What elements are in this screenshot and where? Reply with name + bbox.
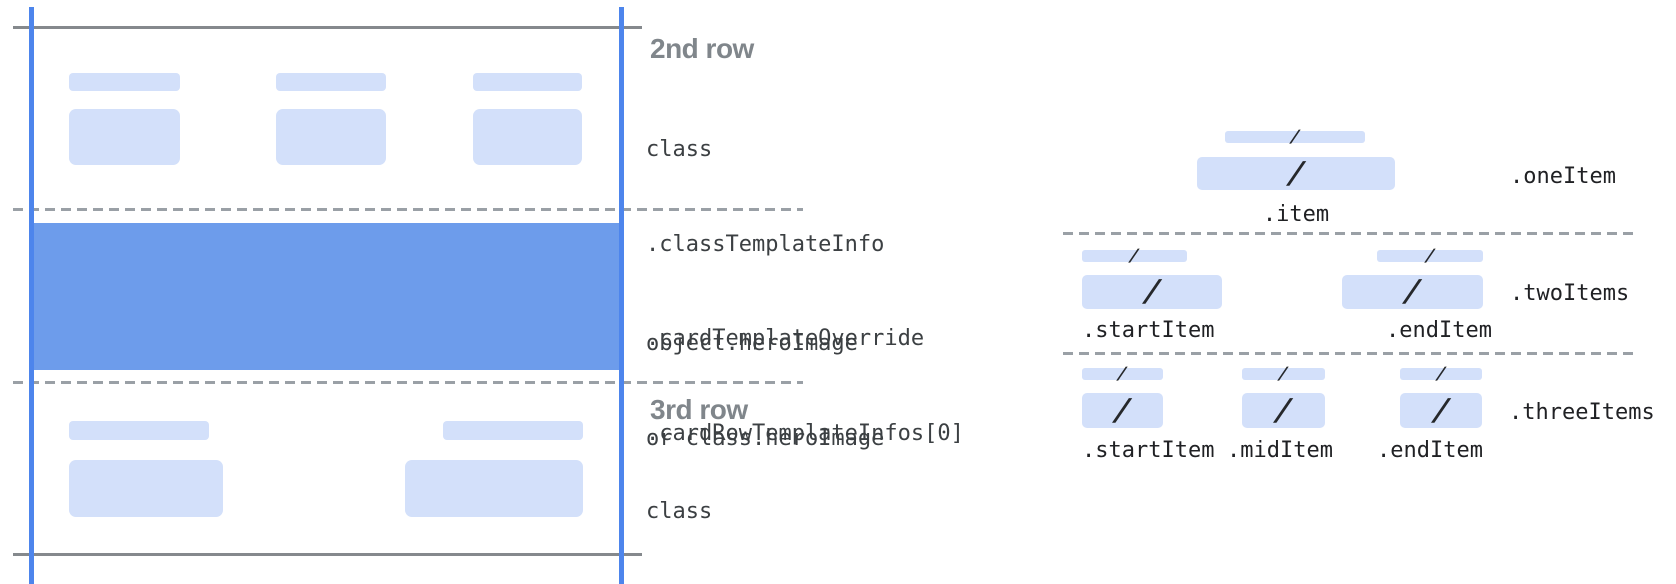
row3-col1-label-placeholder bbox=[69, 421, 209, 440]
oneitem-item-label: .item bbox=[1262, 202, 1330, 227]
row3-code-line: class bbox=[646, 499, 713, 524]
card-right-edge-guide bbox=[619, 7, 624, 584]
row2-code-line: .classTemplateInfo bbox=[646, 231, 885, 257]
twoitems-end-label-bar: / bbox=[1377, 246, 1483, 266]
hero-code-block: object.heroImage or class.heroImage bbox=[646, 265, 884, 517]
threeitems-start-label: .startItem bbox=[1082, 438, 1215, 463]
card-left-edge-guide bbox=[29, 7, 34, 584]
twoitems-start-value-bar: / bbox=[1082, 274, 1222, 309]
threeitems-row-label: .threeItems bbox=[1509, 400, 1655, 425]
oneitem-item-value-bar: / bbox=[1197, 156, 1395, 191]
card-top-boundary-line bbox=[13, 26, 642, 29]
row2-code-block: class .classTemplateInfo .cardTemplateOv… bbox=[646, 71, 964, 512]
row2-col1-label-placeholder bbox=[69, 73, 180, 91]
row2-col1-value-placeholder bbox=[69, 109, 180, 165]
row3-col1-value-placeholder bbox=[69, 460, 223, 517]
hero-row3-dashed-divider bbox=[13, 381, 803, 384]
threeitems-mid-value-bar: / bbox=[1242, 393, 1325, 428]
row2-code-line: .cardRowTemplateInfos[0] bbox=[646, 420, 964, 446]
hero-image-band bbox=[31, 223, 623, 370]
oneitem-twoitems-dashed-divider bbox=[1063, 232, 1637, 235]
twoitems-start-label: .startItem bbox=[1082, 318, 1215, 343]
threeitems-end-value-bar: / bbox=[1400, 393, 1482, 428]
threeitems-end-label-bar: / bbox=[1400, 364, 1482, 384]
oneitem-row-label: .oneItem bbox=[1510, 164, 1616, 189]
twoitems-end-value-bar: / bbox=[1342, 274, 1483, 309]
row3-col2-value-placeholder bbox=[405, 460, 583, 517]
twoitems-threeitems-dashed-divider bbox=[1063, 352, 1637, 355]
row2-col2-label-placeholder bbox=[276, 73, 386, 91]
twoitems-start-label-bar: / bbox=[1082, 246, 1187, 266]
twoitems-row-label: .twoItems bbox=[1510, 281, 1630, 306]
row3-col2-label-placeholder bbox=[443, 421, 583, 440]
threeitems-mid-label-bar: / bbox=[1242, 364, 1325, 384]
oneitem-item-label-bar: / bbox=[1225, 127, 1365, 147]
threeitems-start-label-bar: / bbox=[1082, 364, 1163, 384]
row2-col2-value-placeholder bbox=[276, 109, 386, 165]
row3-heading: 3rd row bbox=[650, 394, 748, 425]
row2-hero-dashed-divider bbox=[13, 208, 803, 211]
threeitems-start-value-bar: / bbox=[1082, 393, 1163, 428]
hero-code-line: object.heroImage bbox=[646, 331, 858, 356]
row2-col3-value-placeholder bbox=[473, 109, 582, 165]
row2-heading: 2nd row bbox=[650, 33, 754, 64]
threeitems-end-label: .endItem bbox=[1377, 438, 1483, 463]
row3-code-block: class .classTemplateInfo .cardTemplateOv… bbox=[646, 433, 964, 584]
card-bottom-boundary-line bbox=[13, 553, 642, 556]
threeitems-mid-label: .midItem bbox=[1227, 438, 1333, 463]
row2-code-line: .cardTemplateOverride bbox=[646, 326, 925, 351]
row2-code-line: class bbox=[646, 137, 713, 162]
twoitems-end-label: .endItem bbox=[1386, 318, 1492, 343]
hero-code-line: or class.heroImage bbox=[646, 425, 885, 451]
row2-col3-label-placeholder bbox=[473, 73, 582, 91]
